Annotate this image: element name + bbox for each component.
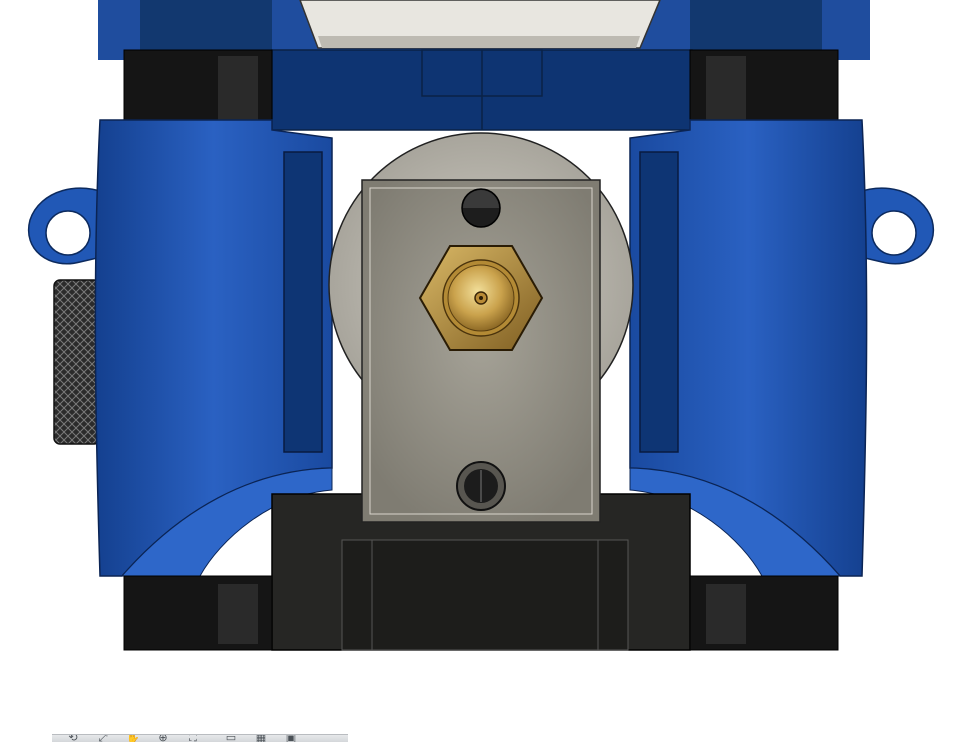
nozzle [418,245,544,351]
grid-icon[interactable]: ▦ [255,734,267,742]
zoom-icon[interactable]: ⊕ [158,734,168,742]
left-fan-shroud [94,119,333,577]
fit-icon[interactable]: ⛶ [189,734,197,742]
orbit-icon[interactable]: ⟲ [68,734,78,742]
top-clamps [123,49,839,127]
viewports-icon[interactable]: ▣ [285,734,297,742]
mounting-lugs [27,187,935,265]
display-settings-icon[interactable]: ▭ [225,734,237,742]
navigation-toolbar: ⟲ ⤢ ✋ ⊕ ⛶ ▭ ▦ ▣ [52,734,348,742]
pan-icon[interactable]: ✋ [126,734,140,742]
toolbar-separator [208,735,216,741]
upper-frame [98,0,870,131]
look-at-icon[interactable]: ⤢ [98,734,108,742]
